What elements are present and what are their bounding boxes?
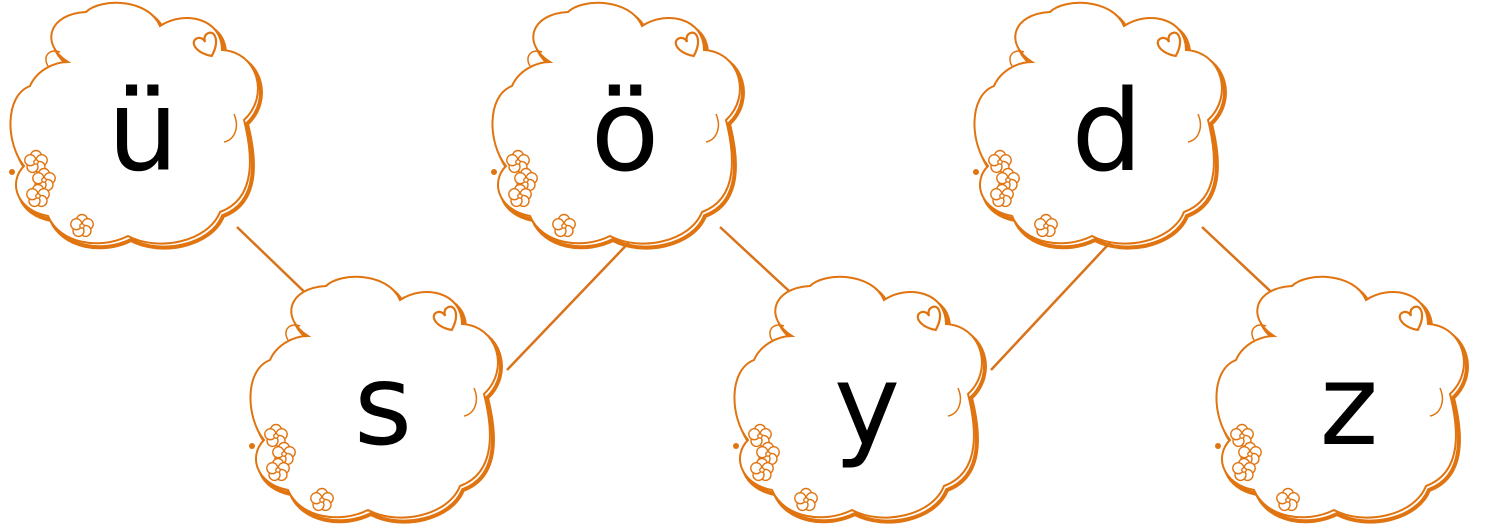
letter-cloud-2: s <box>249 275 503 524</box>
cloud-curl-decoration <box>527 50 720 143</box>
letter-cloud-1: ü <box>9 1 263 250</box>
dot-decoration <box>249 443 255 449</box>
dot-decoration <box>9 169 15 175</box>
letter-cloud-4: y <box>733 275 987 524</box>
connector-line-5 <box>1201 226 1284 304</box>
dot-decoration <box>491 169 497 175</box>
cloud-curl-decoration <box>769 324 962 417</box>
cloud-curl-decoration <box>45 50 238 143</box>
cloud-curl-decoration <box>285 324 478 417</box>
letter-cloud-3: ö <box>491 1 745 250</box>
letter-cloud-5: d <box>973 1 1227 250</box>
cloud-letter: z <box>1320 341 1379 471</box>
cloud-curl-decoration <box>1009 50 1202 143</box>
cloud-letter: d <box>1071 67 1142 197</box>
connector-line-3 <box>719 226 803 304</box>
cloud-letter: y <box>834 341 900 471</box>
dot-decoration <box>733 443 739 449</box>
cloud-letter: s <box>354 341 412 471</box>
connector-line-2 <box>506 232 639 371</box>
letter-cloud-6: z <box>1215 275 1469 524</box>
dot-decoration <box>1215 443 1221 449</box>
cloud-curl-decoration <box>1251 324 1444 417</box>
connector-line-4 <box>990 232 1120 371</box>
cloud-letter: ü <box>108 67 179 197</box>
dot-decoration <box>973 169 979 175</box>
cloud-letter: ö <box>591 67 660 197</box>
clouds: ü s ö y d z <box>9 1 1469 524</box>
